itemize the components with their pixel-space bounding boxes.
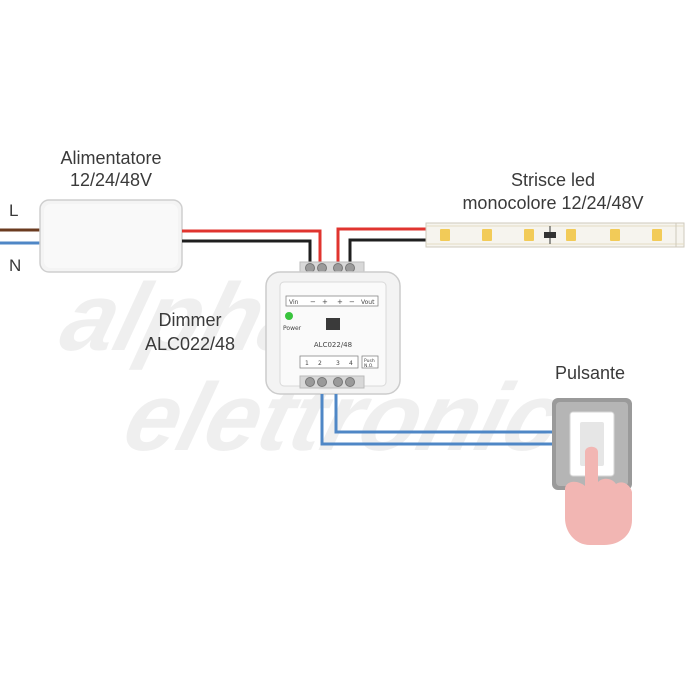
push-no-label: N.O.: [364, 363, 374, 369]
terminal-minus-2: −: [349, 298, 355, 306]
power-led: [285, 312, 293, 320]
pushbutton-label: Pulsante: [555, 363, 625, 383]
pointing-hand-icon: [565, 446, 632, 545]
power-supply-label-line2: 12/24/48V: [70, 170, 152, 190]
terminal-plus-2: +: [337, 298, 343, 306]
terminal-vout-label: Vout: [361, 299, 375, 306]
brand-logo: [326, 318, 340, 330]
line-n-label: N: [9, 256, 21, 275]
led-chip: [440, 229, 662, 241]
supply-to-dimmer-wires: [182, 229, 322, 265]
dimmer-model-text: ALC022/48: [314, 341, 352, 349]
led-strip-label-line1: Strisce led: [511, 170, 595, 190]
mains-wires: [0, 228, 40, 245]
bottom-terminals: [299, 375, 365, 389]
led-strip-label-line2: monocolore 12/24/48V: [462, 193, 643, 213]
power-led-label: Power: [283, 325, 302, 332]
led-strip: [425, 222, 685, 248]
power-supply-label-line1: Alimentatore: [60, 148, 161, 168]
dimmer-to-strip-wires: [336, 227, 426, 265]
dimmer-to-button-wires: [320, 394, 552, 446]
bottom-terminal-1: 1: [305, 360, 309, 367]
terminal-vin-label: Vin: [289, 299, 299, 306]
top-terminals: [299, 261, 365, 275]
dimmer-device: Vin − + + − Vout Power ALC022/48 1 2 3 4…: [265, 261, 401, 395]
resistor: [544, 226, 556, 244]
pushbutton: [552, 398, 632, 490]
terminal-minus-1: −: [310, 298, 316, 306]
bottom-terminal-3: 3: [336, 360, 340, 367]
line-l-label: L: [9, 201, 18, 220]
bottom-terminal-2: 2: [318, 360, 322, 367]
terminal-plus-1: +: [322, 298, 328, 306]
dimmer-label-line1: Dimmer: [159, 310, 222, 330]
push-label: Push: [364, 358, 375, 364]
power-supply: [39, 199, 183, 273]
dimmer-label-line2: ALC022/48: [145, 334, 235, 354]
bottom-terminal-4: 4: [349, 360, 353, 367]
